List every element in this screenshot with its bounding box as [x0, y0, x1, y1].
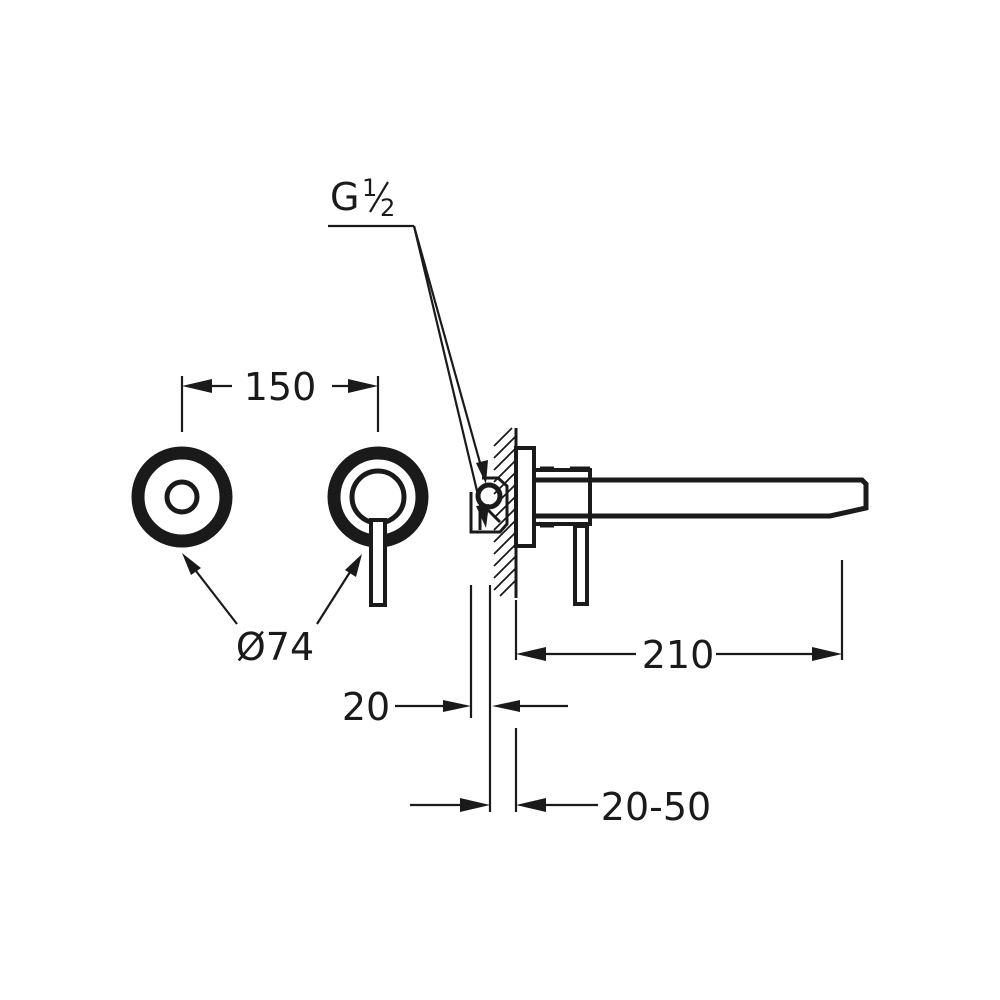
dim-label-20: 20 [342, 685, 390, 729]
dim-label-210: 210 [642, 633, 715, 677]
wall-hatching [493, 427, 517, 597]
thread-label-main: G [330, 175, 359, 219]
wall-plate [514, 446, 536, 548]
dim-label-150: 150 [244, 365, 317, 409]
dimension-diameter: Ø74 [182, 553, 362, 669]
dimension-210: 210 [514, 560, 844, 677]
spout [532, 466, 869, 528]
thread-callout: G 1 2 [328, 174, 489, 528]
thread-label-den: 2 [380, 194, 395, 222]
wall-section [493, 427, 518, 598]
lever-side [573, 524, 589, 606]
dim-label-diameter: Ø74 [236, 625, 314, 669]
dim-label-20-50: 20-50 [601, 785, 711, 829]
right-rosette-with-lever [327, 446, 429, 607]
thread-label-num: 1 [362, 174, 377, 202]
dimension-150: 150 [180, 365, 380, 432]
dimension-20: 20 [342, 585, 568, 812]
dimension-20-50: 20-50 [410, 728, 711, 829]
left-rosette [131, 446, 233, 548]
